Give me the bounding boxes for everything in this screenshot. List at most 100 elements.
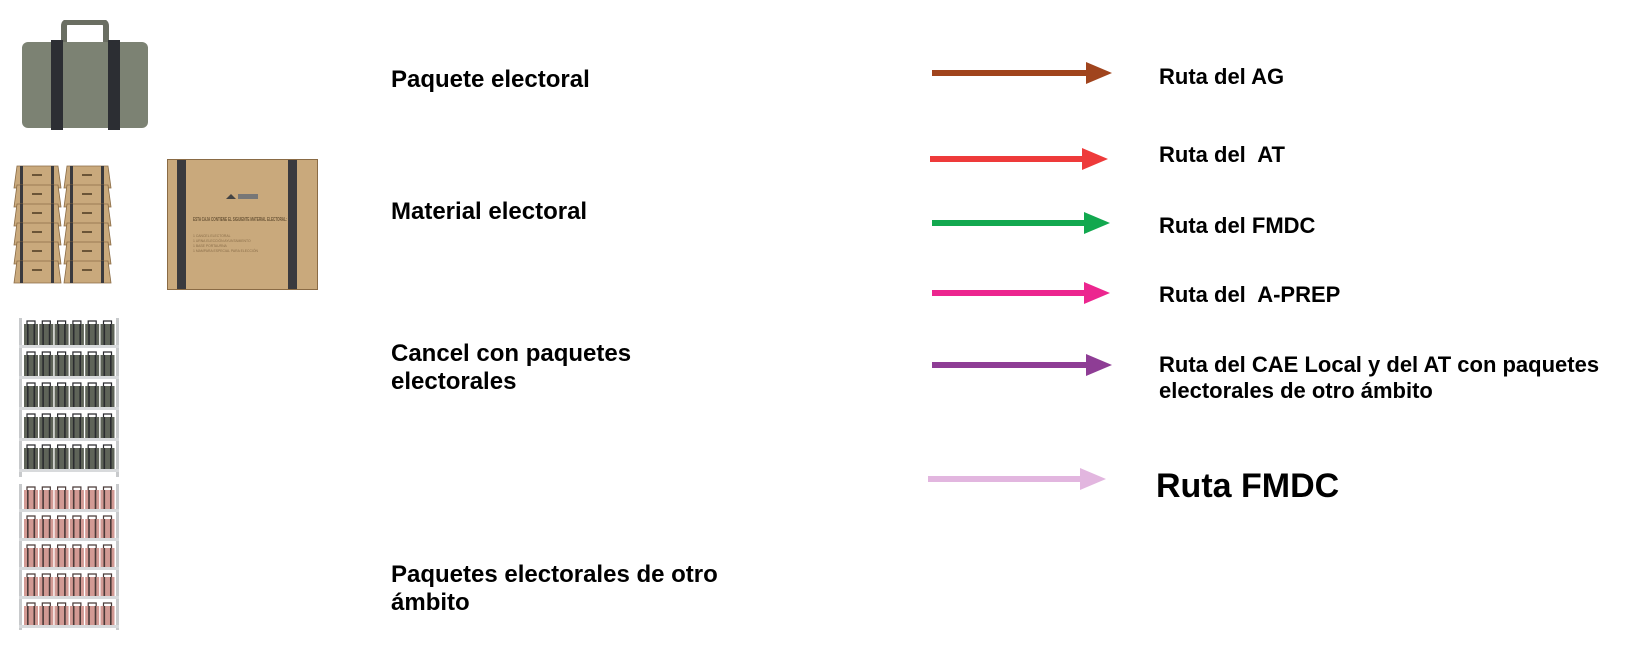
shelf-suitcase: [24, 486, 38, 509]
box-icon: ESTA CAJA CONTIENE EL SIGUIENTE MATERIAL…: [167, 159, 318, 290]
shelf-post: [116, 318, 119, 477]
shelf-suitcase: [69, 573, 84, 596]
shelf-suitcase: [69, 382, 84, 407]
shelf-suitcase: [100, 444, 115, 469]
shelf-board: [19, 407, 119, 410]
shelf-suitcase: [54, 515, 69, 538]
small-box: [63, 241, 112, 265]
box-line-1: 1 CANCEL ELECTORAL: [193, 234, 231, 238]
arrow-ruta-fmdc-light: [928, 468, 1106, 490]
shelf-board: [19, 567, 119, 570]
small-box: [63, 260, 112, 284]
box-header-text: ESTA CAJA CONTIENE EL SIGUIENTE MATERIAL…: [193, 217, 287, 223]
route-label-at: Ruta del AT: [1159, 142, 1285, 167]
small-box: [13, 260, 62, 284]
shelf-suitcase: [39, 351, 54, 376]
suitcase-icon: [22, 20, 148, 130]
shelf-board: [19, 509, 119, 512]
shelf-suitcase: [100, 413, 115, 438]
arrow-ruta-fmdc: [932, 212, 1110, 234]
shelf-suitcase: [24, 602, 38, 625]
shelf-suitcase: [54, 544, 69, 567]
shelf-suitcase: [39, 573, 54, 596]
shelf-suitcase: [100, 382, 115, 407]
shelf-suitcase: [85, 602, 100, 625]
shelf-board: [19, 438, 119, 441]
shelf-suitcase: [85, 413, 100, 438]
small-box: [63, 165, 112, 189]
shelf-suitcase: [24, 573, 38, 596]
shelf-suitcase: [24, 382, 38, 407]
arrow-ruta-cae-local: [932, 354, 1112, 376]
shelf-suitcase: [54, 382, 69, 407]
box-line-3: 1 BASE PORTAURNA: [193, 244, 228, 248]
shelf-icon: [19, 318, 119, 477]
shelf-suitcase: [39, 602, 54, 625]
shelf-board: [19, 376, 119, 379]
shelf-suitcase: [85, 320, 100, 345]
shelf-suitcase: [24, 413, 38, 438]
arrow-ruta-at: [930, 148, 1108, 170]
shelf-board: [19, 625, 119, 628]
small-box: [13, 203, 62, 227]
stacked-boxes-icon: [13, 165, 112, 284]
arrow-ruta-ag: [932, 62, 1112, 84]
shelf-suitcase: [54, 602, 69, 625]
route-label-ag: Ruta del AG: [1159, 64, 1285, 89]
shelf-suitcase: [100, 544, 115, 567]
shelf-board: [19, 596, 119, 599]
arrow-ruta-a-prep: [932, 282, 1110, 304]
shelf-suitcase: [24, 544, 38, 567]
shelf-suitcase: [100, 351, 115, 376]
box-line-2: 1 URNA ELECCIÓN AYUNTAMIENTO: [193, 238, 251, 243]
shelf-suitcase: [24, 320, 38, 345]
shelf-suitcase: [24, 515, 38, 538]
shelf-suitcase: [85, 382, 100, 407]
shelf-suitcase: [69, 320, 84, 345]
shelf-suitcase: [85, 573, 100, 596]
small-box: [13, 241, 62, 265]
shelf-post: [116, 484, 119, 630]
shelf-suitcase: [69, 544, 84, 567]
shelf-suitcase: [69, 486, 84, 509]
shelf-suitcase: [69, 413, 84, 438]
shelf-suitcase: [54, 413, 69, 438]
shelf-suitcase: [85, 486, 100, 509]
shelf-suitcase: [54, 320, 69, 345]
shelf-board: [19, 538, 119, 541]
shelf-suitcase: [54, 351, 69, 376]
shelf-pink-icon: [19, 484, 119, 630]
shelf-suitcase: [85, 544, 100, 567]
shelf-suitcase: [100, 486, 115, 509]
shelf-board: [19, 345, 119, 348]
small-box: [63, 203, 112, 227]
shelf-suitcase: [39, 320, 54, 345]
shelf-suitcase: [54, 444, 69, 469]
legend-label-cancel: Cancel con paquetes electorales: [391, 340, 632, 395]
small-box: [13, 222, 62, 246]
shelf-suitcase: [54, 486, 69, 509]
small-box: [63, 184, 112, 208]
shelf-suitcase: [100, 573, 115, 596]
small-box: [13, 184, 62, 208]
shelf-suitcase: [69, 515, 84, 538]
shelf-suitcase: [69, 444, 84, 469]
small-box: [63, 222, 112, 246]
shelf-suitcase: [85, 515, 100, 538]
shelf-post: [19, 484, 22, 630]
shelf-suitcase: [39, 544, 54, 567]
route-label-fmdc-big: Ruta FMDC: [1156, 467, 1340, 505]
shelf-suitcase: [39, 444, 54, 469]
shelf-suitcase: [85, 351, 100, 376]
shelf-suitcase: [39, 515, 54, 538]
shelf-suitcase: [54, 573, 69, 596]
shelf-suitcase: [100, 602, 115, 625]
shelf-suitcase: [85, 444, 100, 469]
shelf-suitcase: [24, 444, 38, 469]
route-label-fmdc: Ruta del FMDC: [1159, 213, 1316, 238]
shelf-board: [19, 469, 119, 472]
shelf-suitcase: [100, 320, 115, 345]
shelf-suitcase: [69, 351, 84, 376]
small-box: [13, 165, 62, 189]
shelf-suitcase: [39, 486, 54, 509]
